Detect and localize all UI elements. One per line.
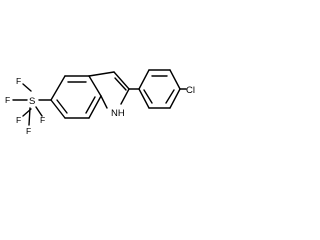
fluorine-label: F bbox=[26, 126, 31, 136]
bond bbox=[50, 75, 66, 101]
bond bbox=[50, 99, 66, 119]
double-bond bbox=[56, 99, 68, 114]
bond bbox=[100, 95, 108, 109]
bond bbox=[113, 71, 130, 90]
nh-label: NH bbox=[111, 108, 125, 119]
double-bond bbox=[85, 96, 96, 114]
double-bond bbox=[143, 89, 153, 104]
bond bbox=[28, 107, 31, 126]
bond bbox=[138, 69, 150, 90]
bond bbox=[22, 83, 32, 92]
bond bbox=[88, 75, 102, 97]
bond bbox=[35, 106, 43, 117]
bond bbox=[169, 69, 181, 90]
bond bbox=[138, 88, 150, 109]
fluorine-label: F bbox=[16, 76, 21, 86]
bond bbox=[88, 71, 115, 77]
chlorophenyl-ring bbox=[138, 69, 181, 109]
bond bbox=[120, 88, 130, 105]
molecule-diagram: NH Cl S F F F F F bbox=[5, 69, 195, 136]
sulfur-label: S bbox=[29, 96, 35, 107]
bond bbox=[88, 95, 102, 119]
molecule-structure: NH Cl S F F F F F bbox=[5, 69, 195, 136]
double-bond bbox=[165, 89, 175, 104]
chlorine-label: Cl bbox=[186, 85, 195, 96]
indole-pyrrole-ring bbox=[88, 71, 130, 109]
indole-benzene-ring bbox=[50, 75, 102, 119]
fluorine-label: F bbox=[5, 95, 10, 105]
fluorine-label: F bbox=[16, 115, 21, 125]
fluorine-label: F bbox=[40, 115, 45, 125]
double-bond bbox=[114, 77, 127, 91]
sf5-group bbox=[12, 83, 43, 126]
bond bbox=[169, 88, 181, 109]
